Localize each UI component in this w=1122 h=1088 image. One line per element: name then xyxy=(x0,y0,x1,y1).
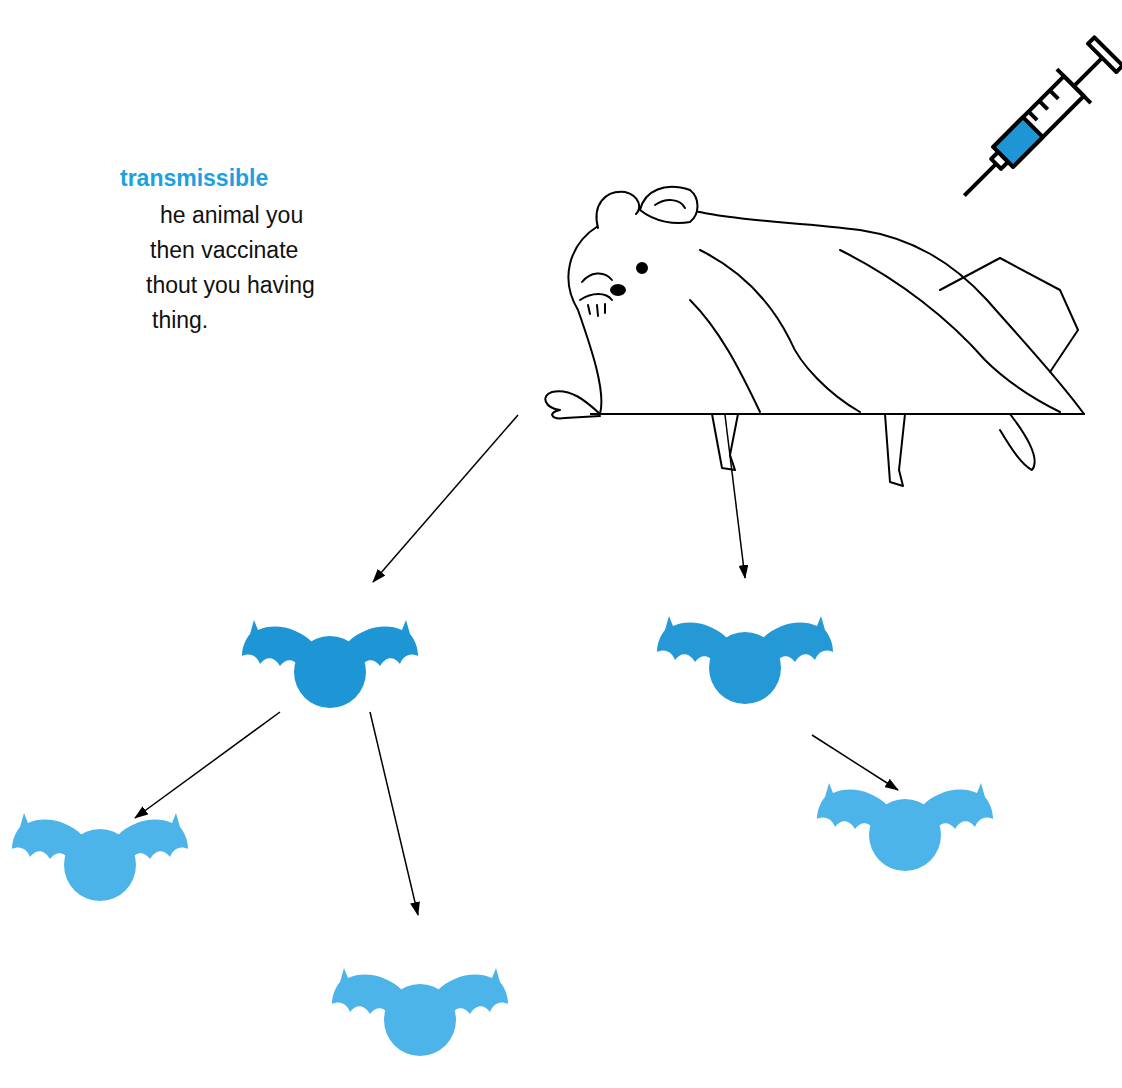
bat-icon xyxy=(820,790,990,880)
vaccinated-bat xyxy=(500,190,1100,415)
text-line: thout you having xyxy=(146,272,315,298)
bat-body xyxy=(709,632,781,704)
text-line: he animal you xyxy=(160,202,303,228)
syringe-liquid xyxy=(993,117,1042,166)
bat-body xyxy=(294,636,366,708)
syringe-graduations xyxy=(1029,90,1059,120)
text-line: transmissible xyxy=(120,165,268,191)
bat-icon xyxy=(18,818,185,908)
bat-eye xyxy=(637,263,647,273)
bat-shape xyxy=(820,790,990,880)
perch-line xyxy=(590,413,1085,415)
bat-shape xyxy=(245,582,418,712)
bat-wing-line xyxy=(940,258,1078,372)
syringe-plunger xyxy=(1074,58,1102,86)
bat-icon xyxy=(333,915,505,1060)
bat-shape xyxy=(333,915,505,1060)
bat-wing-line xyxy=(690,300,760,412)
arrow-connector xyxy=(135,712,280,818)
bat-shape xyxy=(18,818,185,908)
bat-nose xyxy=(611,285,625,295)
text-line: thing. xyxy=(152,307,208,333)
syringe-flange xyxy=(1057,69,1091,103)
syringe-thumb xyxy=(1088,37,1122,72)
arrow-connector xyxy=(370,712,418,915)
syringe-needle xyxy=(964,164,996,196)
bat-icon xyxy=(245,582,418,712)
bat-ear xyxy=(597,192,640,228)
bat-face xyxy=(580,273,612,316)
bat-hand xyxy=(1000,414,1035,470)
bat-body xyxy=(384,984,456,1056)
bat-body xyxy=(568,208,1084,414)
bat-leg xyxy=(712,414,738,470)
bat-wing-line xyxy=(700,250,860,412)
bat-drawing xyxy=(545,187,1084,486)
bat-ear xyxy=(640,187,698,223)
syringe-symbol xyxy=(947,34,1122,212)
syringe-barrel xyxy=(993,76,1084,167)
arrow-connector xyxy=(812,735,898,790)
arrow-connector xyxy=(725,415,745,578)
arrow-connector xyxy=(373,415,518,582)
bat-wing-line xyxy=(840,250,1060,412)
bat-icon xyxy=(662,578,830,735)
bat-body xyxy=(64,829,136,901)
bat-body xyxy=(869,799,941,871)
bat-ear-inner xyxy=(655,200,685,208)
text-line: then vaccinate xyxy=(150,237,298,263)
bat-shape xyxy=(662,578,830,735)
bat-leg xyxy=(885,414,905,486)
